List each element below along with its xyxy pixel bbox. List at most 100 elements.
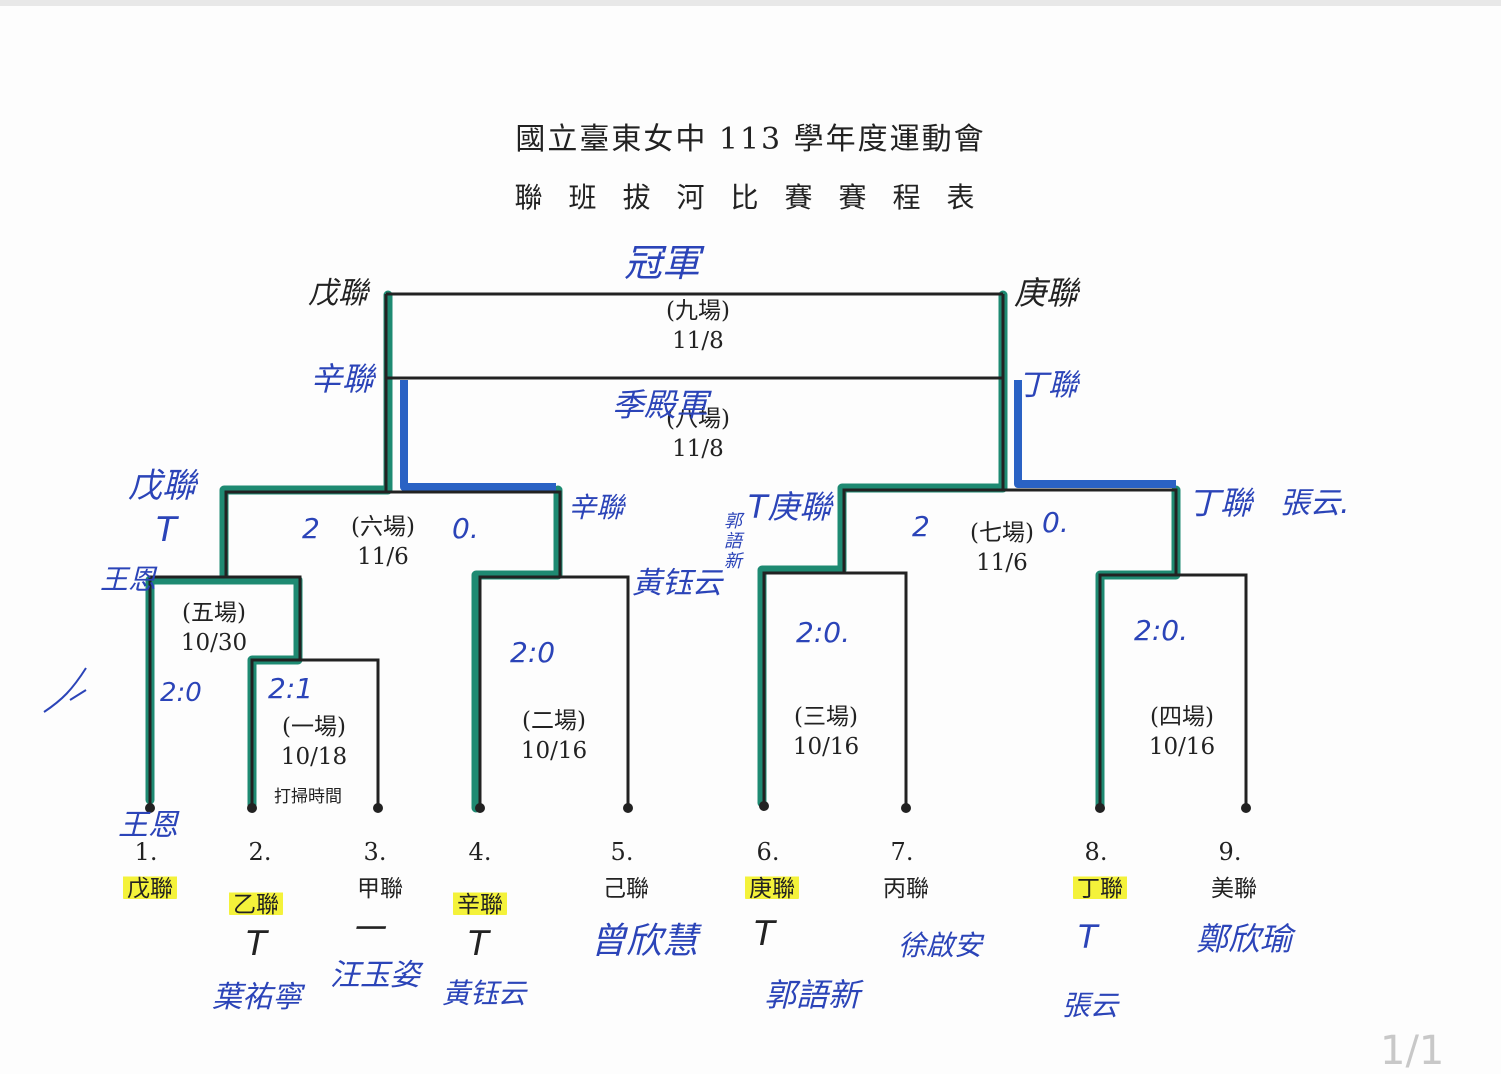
slot-3-captain: 汪玉姿 bbox=[330, 958, 420, 993]
path-slot4 bbox=[471, 485, 563, 813]
match-7-label: (七場) 11/6 bbox=[970, 518, 1034, 578]
hw-m6-right-team: 辛聯 bbox=[568, 491, 625, 524]
slot-dot-4 bbox=[475, 803, 485, 813]
match-3-title: (三場) bbox=[794, 704, 858, 730]
slot-6-captain: 郭語新 bbox=[764, 976, 861, 1014]
match-1-title: (一場) bbox=[282, 714, 346, 740]
path-third-left bbox=[400, 380, 556, 491]
slot-2-team: 乙聯 bbox=[229, 885, 283, 919]
bracket-m4 bbox=[1098, 573, 1248, 808]
hw-semi-left-name: 王恩 bbox=[100, 563, 157, 596]
match-6-date: 11/6 bbox=[357, 544, 409, 570]
match-3-label: (三場) 10/16 bbox=[793, 702, 859, 762]
match-4-title: (四場) bbox=[1150, 704, 1214, 730]
slot-7-number: 7. bbox=[890, 838, 914, 866]
slot-6-number: 6. bbox=[756, 838, 780, 866]
slot-8-number: 8. bbox=[1084, 838, 1108, 866]
match-1-note: 打掃時間 bbox=[274, 787, 342, 807]
hw-runner-up: 季殿軍 bbox=[612, 386, 709, 424]
match-6-title: (六場) bbox=[351, 514, 415, 540]
hw-m7-right-team: 丁聯 bbox=[1188, 484, 1253, 522]
third-place-paths-blue bbox=[400, 380, 1176, 491]
slot-3-dash-mark: 一 bbox=[352, 910, 385, 948]
slot-4-captain: 黃钰云 bbox=[442, 977, 527, 1010]
match-1-date: 10/18 bbox=[280, 744, 348, 770]
hw-third-left: 辛聯 bbox=[310, 360, 375, 398]
hw-m6-score-right: 0. bbox=[452, 512, 479, 545]
hw-m6-score-left: 2 bbox=[302, 512, 320, 545]
hw-m5-score: 2:0 bbox=[160, 678, 202, 708]
path-third-right bbox=[1014, 380, 1176, 488]
hw-m2-score: 2:0 bbox=[510, 636, 556, 669]
match-6-label: (六場) 11/6 bbox=[351, 512, 415, 572]
slot-1-captain: 王恩 bbox=[118, 808, 178, 843]
hw-m7-left-team: T庚聯 bbox=[748, 488, 832, 526]
page-subtitle: 聯班拔河比賽賽程表 bbox=[514, 181, 1001, 214]
slot-dot-6 bbox=[759, 801, 769, 811]
match-2-date: 10/16 bbox=[520, 738, 588, 764]
match-7-date: 11/6 bbox=[976, 550, 1028, 576]
hw-m1-score: 2:1 bbox=[268, 672, 314, 705]
slot-9-captain: 鄭欣瑜 bbox=[1196, 920, 1293, 958]
slot-8-t-mark: T bbox=[1078, 918, 1098, 956]
slot-5-captain: 曾欣慧 bbox=[590, 921, 699, 962]
slot-3-number: 3. bbox=[363, 838, 387, 866]
hw-m4-score: 2:0. bbox=[1134, 614, 1188, 647]
hw-m7-score-right: 0. bbox=[1042, 506, 1069, 539]
bracket-m3 bbox=[762, 571, 908, 808]
bracket-m6 bbox=[224, 490, 562, 577]
slot-3-team: 甲聯 bbox=[357, 876, 403, 902]
match-7-title: (七場) bbox=[970, 520, 1034, 546]
slot-dot-2 bbox=[247, 803, 257, 813]
slot-dot-5 bbox=[623, 803, 633, 813]
hw-semi-left-winner: 戊聯 bbox=[128, 466, 196, 506]
match-8-date: 11/8 bbox=[672, 436, 724, 462]
slot-2-t-mark: T bbox=[246, 924, 267, 964]
match-2-label: (二場) 10/16 bbox=[521, 706, 587, 766]
scan-top-edge bbox=[0, 0, 1501, 6]
slot-dot-8 bbox=[1095, 803, 1105, 813]
hw-m3-score: 2:0. bbox=[796, 616, 850, 649]
slot-8-captain: 張云 bbox=[1062, 989, 1119, 1022]
slot-9-number: 9. bbox=[1218, 838, 1242, 866]
page-title: 國立臺東女中 113 學年度運動會 bbox=[515, 122, 986, 157]
slot-4-team: 辛聯 bbox=[453, 885, 507, 919]
slot-7-captain: 徐啟安 bbox=[898, 929, 983, 962]
slot-2-number: 2. bbox=[248, 838, 272, 866]
slot-4-number: 4. bbox=[468, 838, 492, 866]
match-2-title: (二場) bbox=[522, 708, 586, 734]
slot-7-team: 丙聯 bbox=[883, 876, 929, 902]
match-9-date: 11/8 bbox=[672, 328, 724, 354]
match-9-label: (九場) 11/8 bbox=[666, 296, 730, 356]
bracket-m1 bbox=[250, 658, 380, 808]
hw-m2-name: 黃钰云 bbox=[632, 566, 722, 601]
page-indicator: 1/1 bbox=[1380, 1028, 1445, 1074]
bracket-m2 bbox=[478, 575, 630, 808]
hw-final-right: 庚聯 bbox=[1014, 274, 1079, 312]
bracket-lines bbox=[148, 292, 1248, 808]
hw-third-right: 丁聯 bbox=[1018, 368, 1078, 403]
path-m5-winner bbox=[219, 290, 393, 585]
match-5-label: (五場) 10/30 bbox=[181, 598, 247, 658]
slot-dot-7 bbox=[901, 803, 911, 813]
slot-dot-9 bbox=[1241, 803, 1251, 813]
slot-5-number: 5. bbox=[610, 838, 634, 866]
bracket-m7 bbox=[842, 488, 1178, 575]
match-5-date: 10/30 bbox=[180, 630, 248, 656]
slot-6-t-mark: T bbox=[754, 914, 775, 954]
slot-2-captain: 葉祐寧 bbox=[212, 980, 302, 1015]
slot-dot-1 bbox=[145, 803, 155, 813]
match-3-date: 10/16 bbox=[792, 734, 860, 760]
slot-4-t-mark: T bbox=[468, 924, 489, 964]
match-1-label: (一場) 10/18 bbox=[281, 712, 347, 772]
hw-semi-left-t: T bbox=[156, 510, 177, 550]
slot-8-team: 丁聯 bbox=[1073, 869, 1127, 903]
slot-dot-3 bbox=[373, 803, 383, 813]
hw-m7-right-name: 張云. bbox=[1280, 486, 1350, 521]
match-8-title: (八場) bbox=[666, 406, 730, 432]
handwritten-checkmark bbox=[43, 667, 87, 713]
match-8-label: (八場) 11/8 bbox=[666, 404, 730, 464]
slot-dots bbox=[145, 801, 1251, 813]
match-9-title: (九場) bbox=[666, 298, 730, 324]
